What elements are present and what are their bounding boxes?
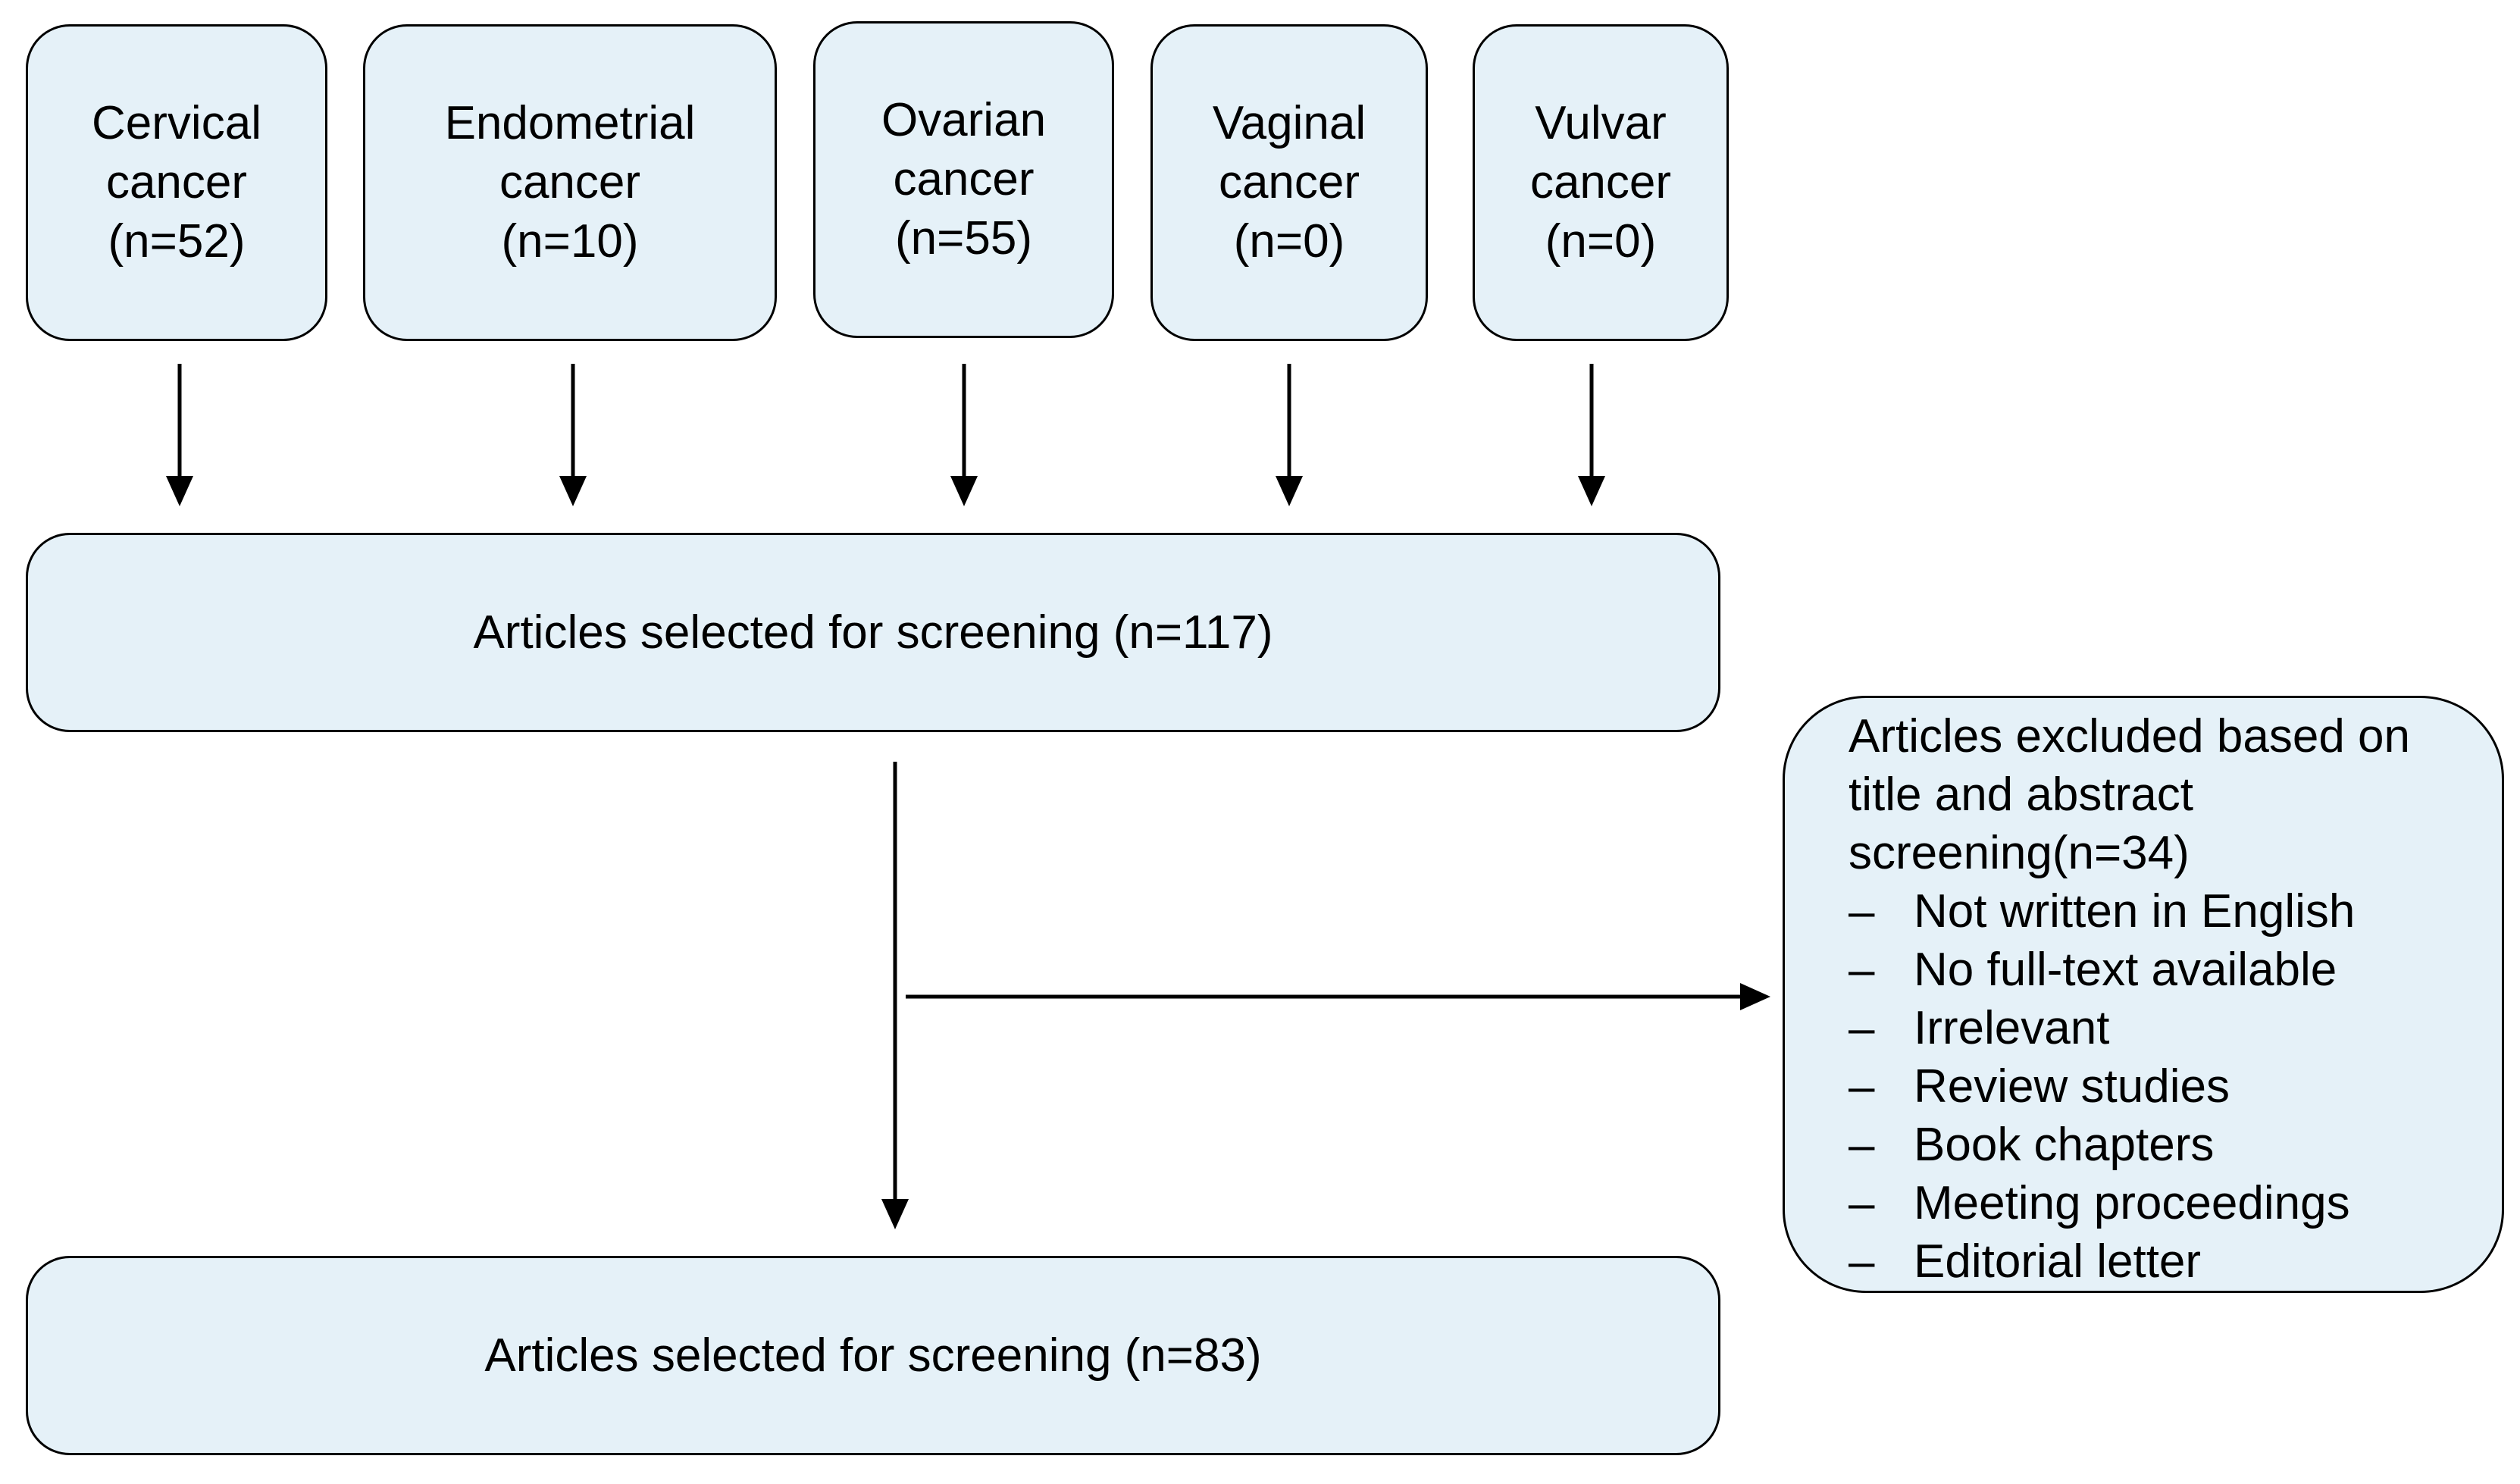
excluded-reason: –Editorial letter xyxy=(1849,1232,2502,1291)
source-box-ovarian: Ovarian cancer (n=55) xyxy=(813,21,1114,338)
source-box-vulvar: Vulvar cancer (n=0) xyxy=(1473,24,1729,341)
arrowhead xyxy=(559,476,587,506)
arrowhead xyxy=(1276,476,1303,506)
excluded-title: Articles excluded based on title and abs… xyxy=(1849,710,2411,879)
excluded-reason: –Review studies xyxy=(1849,1057,2502,1116)
selected-label: Articles selected for screening (n=83) xyxy=(484,1329,1262,1382)
source-label-vaginal: Vaginal cancer (n=0) xyxy=(1212,97,1366,268)
source-box-vaginal: Vaginal cancer (n=0) xyxy=(1150,24,1428,341)
arrowhead xyxy=(1578,476,1605,506)
bullet-dash: – xyxy=(1849,1235,1875,1288)
arrowhead xyxy=(950,476,978,506)
excluded-reason: –Book chapters xyxy=(1849,1116,2502,1174)
bullet-dash: – xyxy=(1849,1060,1875,1113)
source-box-endometrial: Endometrial cancer (n=10) xyxy=(363,24,777,341)
excluded-reason: –Irrelevant xyxy=(1849,999,2502,1057)
source-box-cervical: Cervical cancer (n=52) xyxy=(26,24,327,341)
excluded-reasons-list: –Not written in English –No full-text av… xyxy=(1849,882,2502,1291)
arrowhead xyxy=(881,1199,909,1229)
selected-box: Articles selected for screening (n=83) xyxy=(26,1256,1720,1455)
excluded-reason: –No full-text available xyxy=(1849,941,2502,999)
bullet-dash: – xyxy=(1849,885,1875,938)
bullet-dash: – xyxy=(1849,1002,1875,1054)
source-label-cervical: Cervical cancer (n=52) xyxy=(92,97,261,268)
arrowhead xyxy=(166,476,193,506)
arrowhead xyxy=(1740,983,1770,1010)
bullet-dash: – xyxy=(1849,944,1875,996)
bullet-dash: – xyxy=(1849,1119,1875,1171)
bullet-dash: – xyxy=(1849,1177,1875,1229)
source-label-endometrial: Endometrial cancer (n=10) xyxy=(444,97,696,268)
screening-box: Articles selected for screening (n=117) xyxy=(26,533,1720,732)
excluded-box: Articles excluded based on title and abs… xyxy=(1783,696,2504,1293)
excluded-reason: –Not written in English xyxy=(1849,882,2502,941)
source-label-ovarian: Ovarian cancer (n=55) xyxy=(881,94,1047,265)
excluded-reason: –Meeting proceedings xyxy=(1849,1174,2502,1232)
source-label-vulvar: Vulvar cancer (n=0) xyxy=(1529,97,1672,268)
screening-label: Articles selected for screening (n=117) xyxy=(473,606,1273,659)
